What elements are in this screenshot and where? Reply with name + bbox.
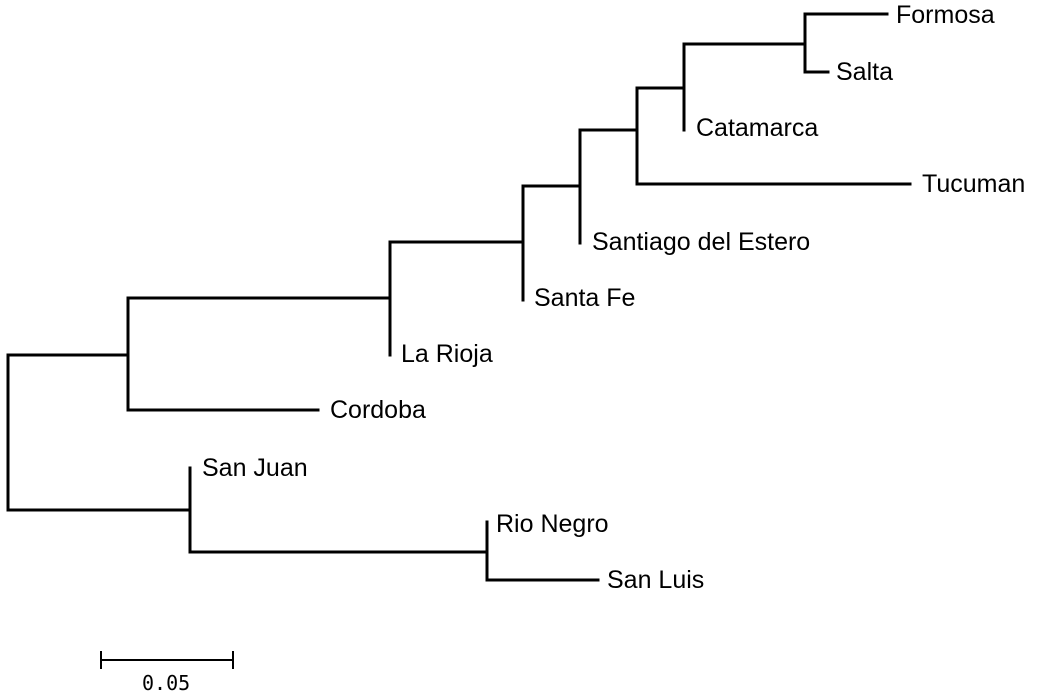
leaf-label-la-rioja: La Rioja	[401, 340, 493, 368]
leaf-label-san-juan: San Juan	[202, 454, 308, 482]
leaf-label-tucuman: Tucuman	[922, 170, 1025, 198]
scale-bar: 0.05	[100, 651, 234, 695]
leaf-label-salta: Salta	[836, 58, 893, 86]
leaf-label-catamarca: Catamarca	[696, 114, 818, 142]
tree-branches	[6, 12, 912, 582]
leaf-label-santa-fe: Santa Fe	[534, 284, 635, 312]
leaf-label-san-luis: San Luis	[607, 566, 704, 594]
leaf-label-cordoba: Cordoba	[330, 396, 426, 424]
leaf-label-rio-negro: Rio Negro	[496, 510, 609, 538]
leaf-label-formosa: Formosa	[896, 1, 995, 29]
scale-bar-label: 0.05	[142, 671, 190, 695]
leaf-label-santiago-del-estero: Santiago del Estero	[592, 228, 810, 256]
leaf-labels: Formosa Salta Catamarca Tucuman Santiago…	[202, 1, 1025, 594]
